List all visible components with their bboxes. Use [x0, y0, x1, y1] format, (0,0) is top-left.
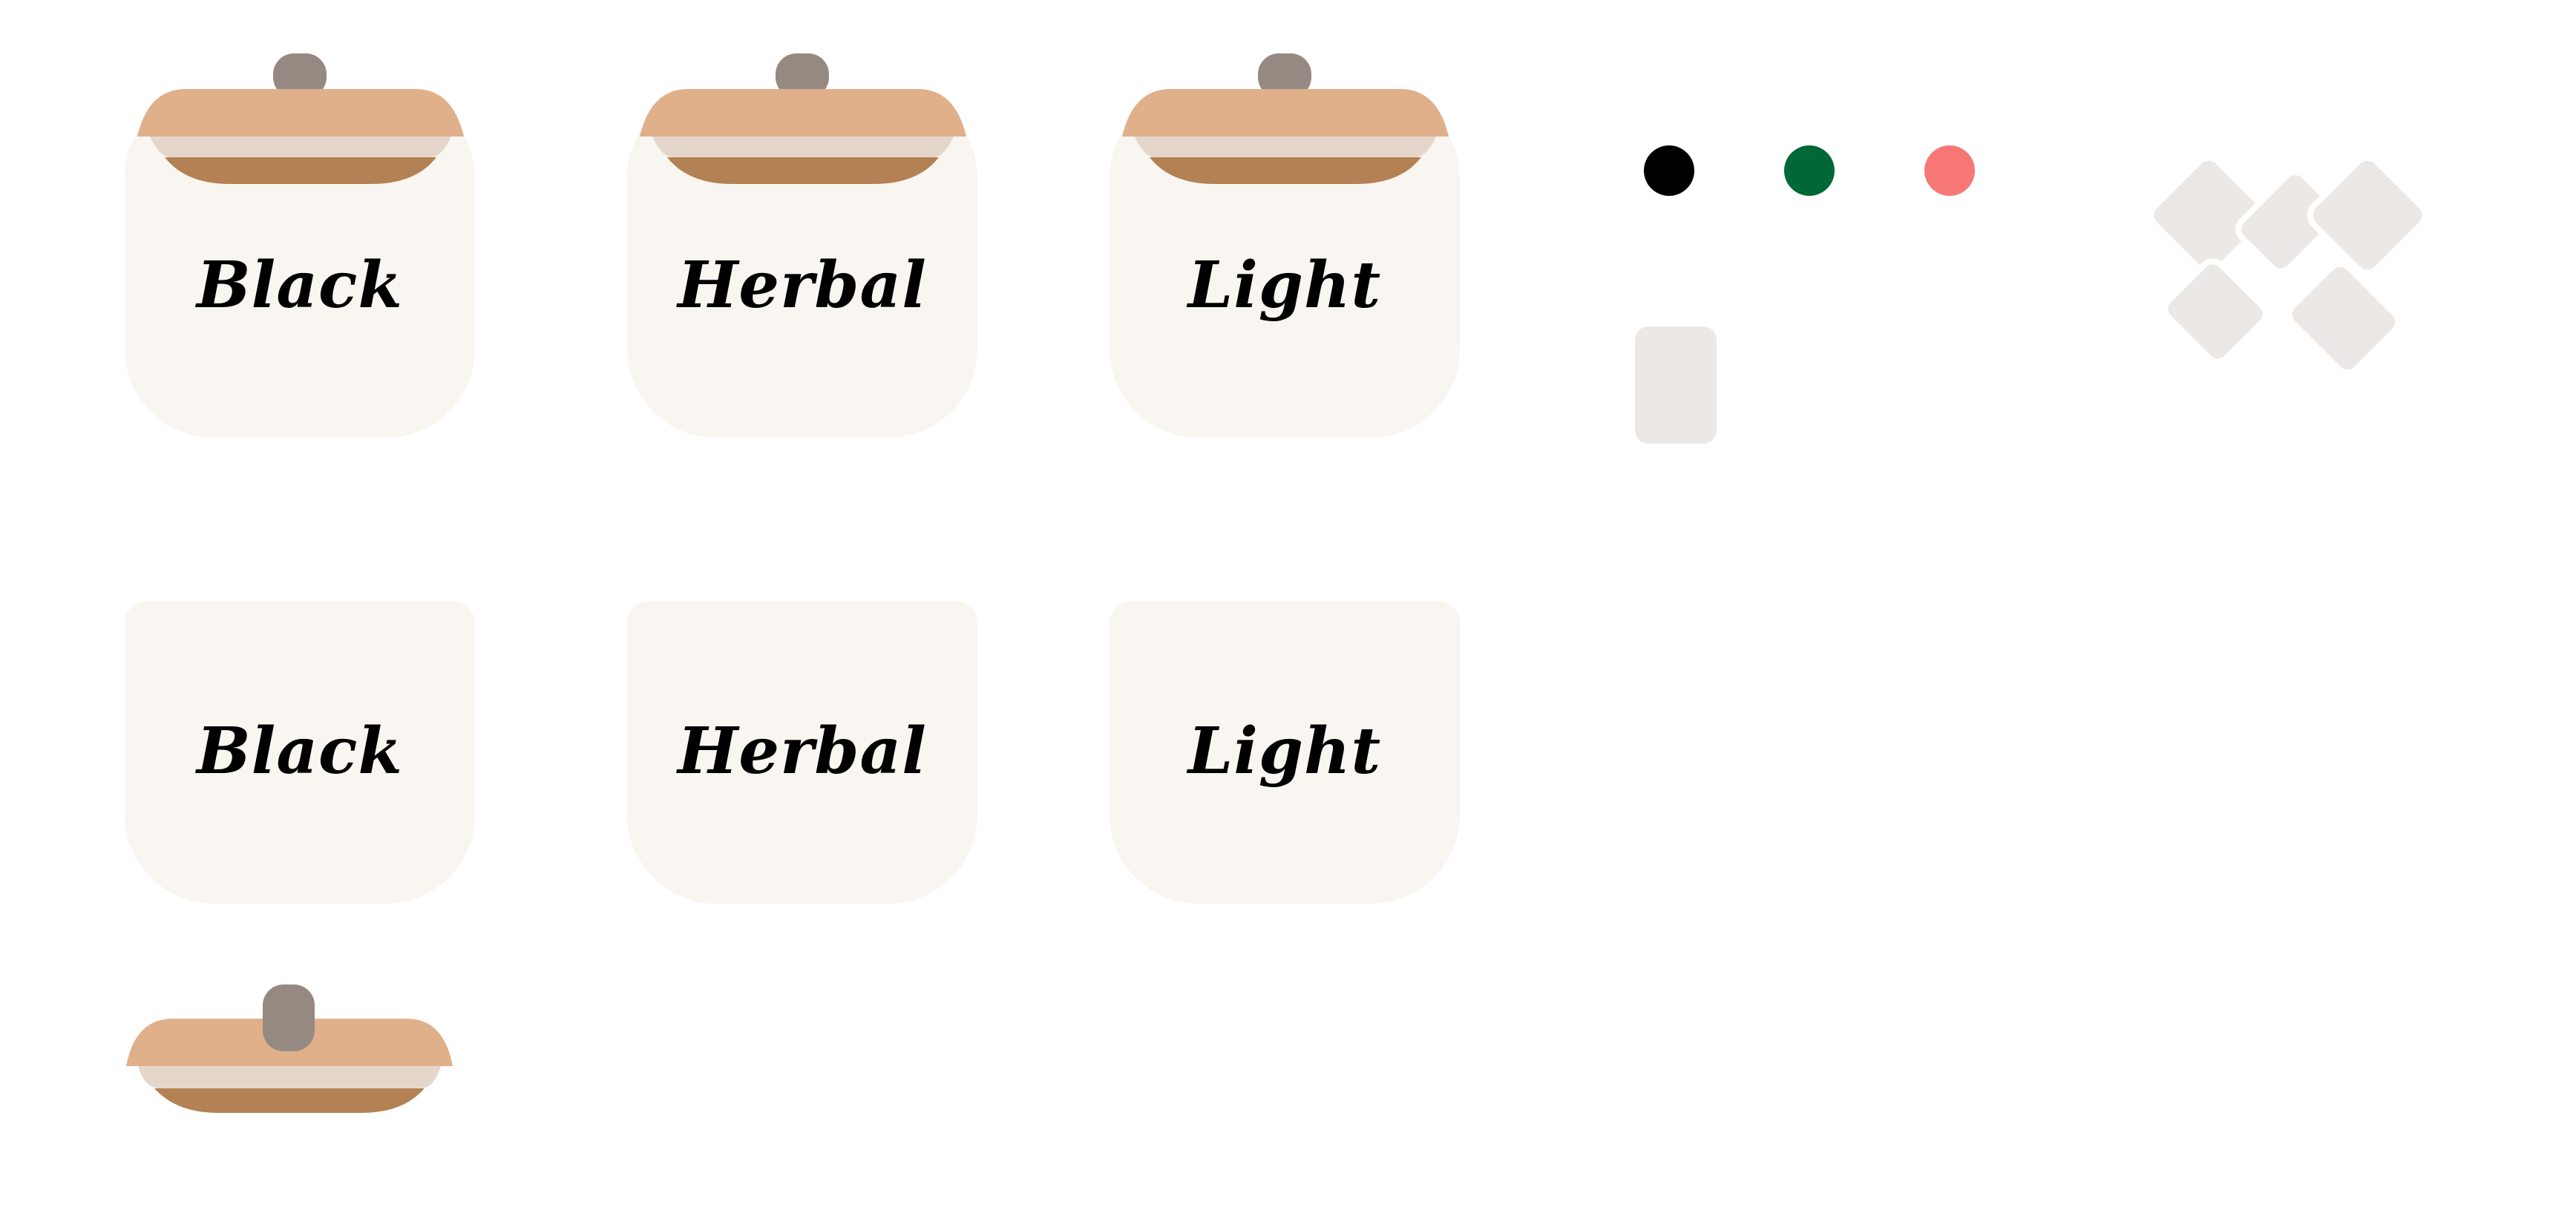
tile-pattern-graphic	[2137, 141, 2449, 381]
jar-lid	[134, 53, 468, 187]
jar-no-lid-herbal: Herbal	[627, 601, 977, 904]
jar-label: Black	[196, 714, 404, 789]
jar-no-lid-black: Black	[125, 601, 475, 904]
blank-tag-shape	[1635, 326, 1717, 444]
loose-lid	[125, 983, 455, 1117]
jar-lid	[1118, 53, 1452, 187]
jar-label: Herbal	[678, 714, 927, 789]
jar-label: Light	[1187, 714, 1382, 789]
jar-label: Black	[196, 248, 404, 323]
jar-label: Light	[1187, 248, 1382, 323]
jar-no-lid-light: Light	[1110, 601, 1460, 904]
jar-lid	[636, 53, 970, 187]
swatch-coral	[1924, 145, 1975, 196]
jar-label: Herbal	[678, 248, 927, 323]
swatch-green	[1784, 145, 1835, 196]
swatch-black	[1644, 145, 1694, 196]
